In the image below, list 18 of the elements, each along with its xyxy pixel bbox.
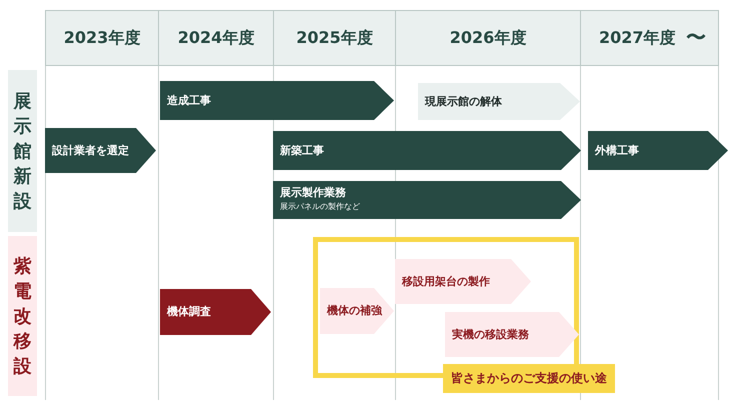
year-heading: 2024年度 (158, 10, 274, 66)
timeline-bar: 実機の移設業務 (445, 312, 579, 357)
tilde-mark: 〜 (686, 24, 706, 51)
timeline-bar: 機体調査 (160, 289, 271, 335)
frame-heading-tag: 皆さまからのご支援の使い途 (443, 364, 615, 393)
year-heading: 2023年度 (45, 10, 159, 66)
timeline-bar: 設計業者を選定 (45, 128, 156, 173)
timeline-bar: 移設用架台の製作 (395, 259, 531, 304)
year-heading: 2026年度 (395, 10, 581, 66)
year-heading: 2025年度 (273, 10, 396, 66)
row-heading: 展示館新設 (8, 70, 37, 232)
timeline-bar: 現展示館の解体 (418, 83, 580, 120)
row-heading: 紫電改移設 (8, 236, 37, 396)
timeline-bar: 機体の補強 (320, 288, 394, 334)
timeline-bar: 新築工事 (273, 131, 581, 170)
timeline-bar: 外構工事 (588, 131, 728, 170)
timeline-bar: 展示製作業務 展示パネルの製作など (273, 181, 581, 219)
timeline-bar: 造成工事 (160, 81, 394, 120)
